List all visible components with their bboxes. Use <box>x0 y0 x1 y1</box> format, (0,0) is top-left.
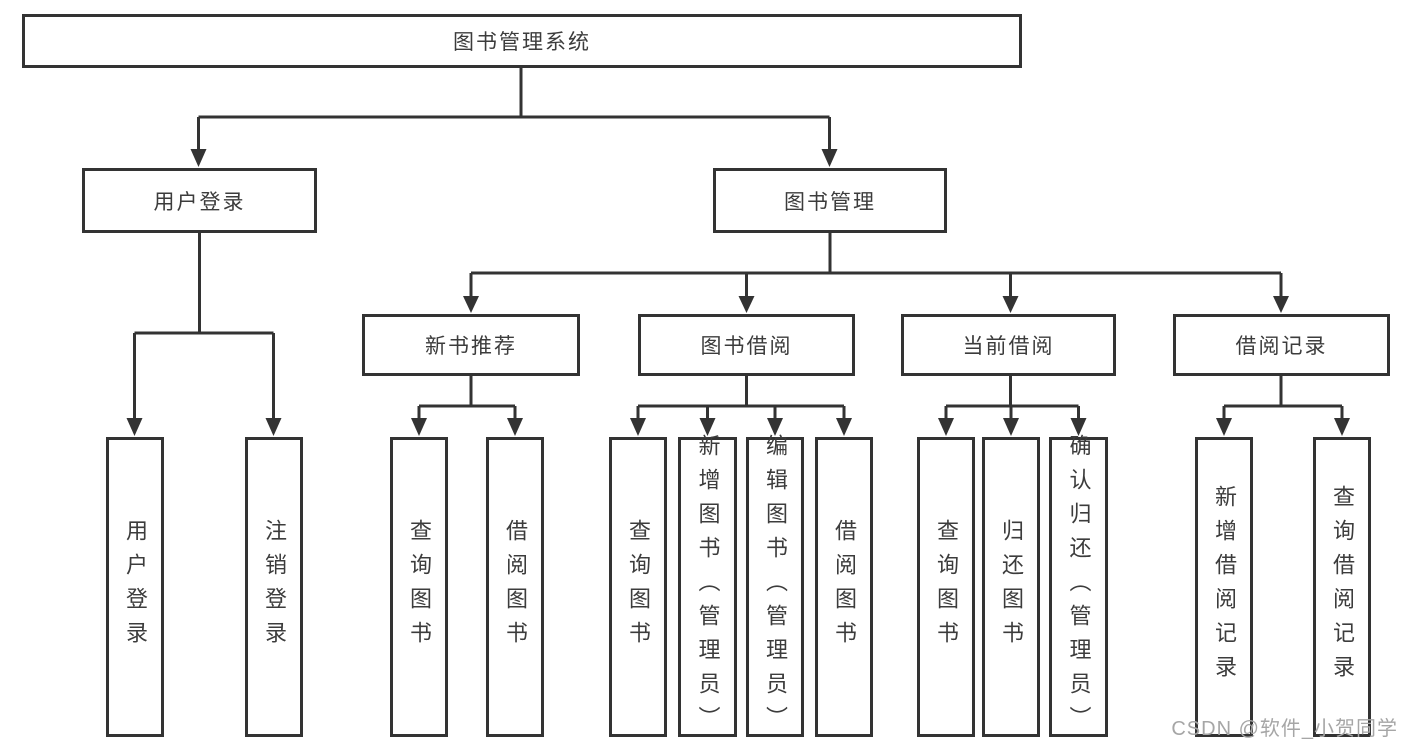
arrowhead-icon <box>190 149 207 167</box>
leaf-confirm-return-admin: 确认归还（管理员） <box>1049 434 1108 740</box>
node-user-login: 用户登录 <box>82 168 317 233</box>
arrowhead-icon <box>1002 296 1019 313</box>
node-library-management-system: 图书管理系统 <box>22 14 1022 68</box>
node-label: 当前借阅 <box>962 335 1055 358</box>
connector-current-borrow-to-leaves <box>938 376 1087 436</box>
node-label: 借阅记录 <box>1235 335 1328 358</box>
leaf-borrow-books: 借阅图书 <box>815 437 873 737</box>
leaf-query-borrow-record: 查询借阅记录 <box>1313 437 1371 737</box>
node-label: 归还图书 <box>999 519 1024 655</box>
node-label: 用户登录 <box>123 519 148 655</box>
arrowhead-icon <box>699 418 716 436</box>
arrowhead-icon <box>1273 296 1289 313</box>
arrowhead-icon <box>767 418 783 436</box>
connector-book-borrow-to-leaves <box>630 376 852 436</box>
node-label: 用户登录 <box>153 190 246 214</box>
node-label: 图书管理系统 <box>453 31 591 54</box>
arrowhead-icon <box>821 149 838 167</box>
arrowhead-icon <box>265 418 282 436</box>
node-label: 借阅图书 <box>832 519 857 655</box>
arrowhead-icon <box>1070 418 1087 436</box>
node-label: 图书管理 <box>784 190 876 214</box>
node-label: 新增借阅记录 <box>1212 485 1237 689</box>
leaf-borrow-books: 借阅图书 <box>486 437 544 737</box>
arrowhead-icon <box>1216 418 1232 436</box>
arrowhead-icon <box>938 418 954 436</box>
connector-root-to-level2 <box>190 68 838 167</box>
node-label: 确认归还（管理员） <box>1066 434 1092 740</box>
arrowhead-icon <box>836 418 852 436</box>
leaf-user-login: 用户登录 <box>106 437 164 737</box>
leaf-edit-books-admin: 编辑图书（管理员） <box>746 434 804 740</box>
leaf-add-borrow-record: 新增借阅记录 <box>1195 437 1253 737</box>
node-book-management: 图书管理 <box>713 168 947 233</box>
node-label: 借阅图书 <box>503 519 528 655</box>
node-label: 新书推荐 <box>425 335 517 358</box>
node-book-borrow: 图书借阅 <box>638 314 855 376</box>
connector-borrow-records-to-leaves <box>1216 376 1350 436</box>
leaf-query-books: 查询图书 <box>917 437 975 737</box>
node-label: 查询图书 <box>407 519 432 655</box>
node-label: 查询借阅记录 <box>1330 485 1355 689</box>
arrowhead-icon <box>738 296 755 313</box>
node-new-book-recommend: 新书推荐 <box>362 314 580 376</box>
arrowhead-icon <box>1334 418 1350 436</box>
leaf-logout: 注销登录 <box>245 437 303 737</box>
leaf-add-books-admin: 新增图书（管理员） <box>678 434 737 740</box>
node-label: 编辑图书（管理员） <box>763 434 788 740</box>
leaf-query-books: 查询图书 <box>609 437 667 737</box>
connector-new-book-recommend-to-leaves <box>411 376 523 436</box>
node-current-borrow: 当前借阅 <box>901 314 1116 376</box>
node-label: 新增图书（管理员） <box>695 434 721 740</box>
leaf-return-books: 归还图书 <box>982 437 1040 737</box>
arrowhead-icon <box>411 418 427 436</box>
leaf-query-books: 查询图书 <box>390 437 448 737</box>
arrowhead-icon <box>507 418 523 436</box>
connector-user-login-to-leaves <box>126 233 282 436</box>
arrowhead-icon <box>630 418 646 436</box>
node-label: 图书借阅 <box>700 335 793 358</box>
node-label: 查询图书 <box>626 519 651 655</box>
arrowhead-icon <box>126 418 143 436</box>
node-label: 注销登录 <box>262 519 287 655</box>
node-label: 查询图书 <box>934 519 959 655</box>
csdn-watermark: CSDN @软件_小贺同学 <box>1171 718 1398 740</box>
connector-book-management-to-level3 <box>463 233 1289 313</box>
node-borrow-records: 借阅记录 <box>1173 314 1390 376</box>
arrowhead-icon <box>1003 418 1019 436</box>
arrowhead-icon <box>463 296 479 313</box>
